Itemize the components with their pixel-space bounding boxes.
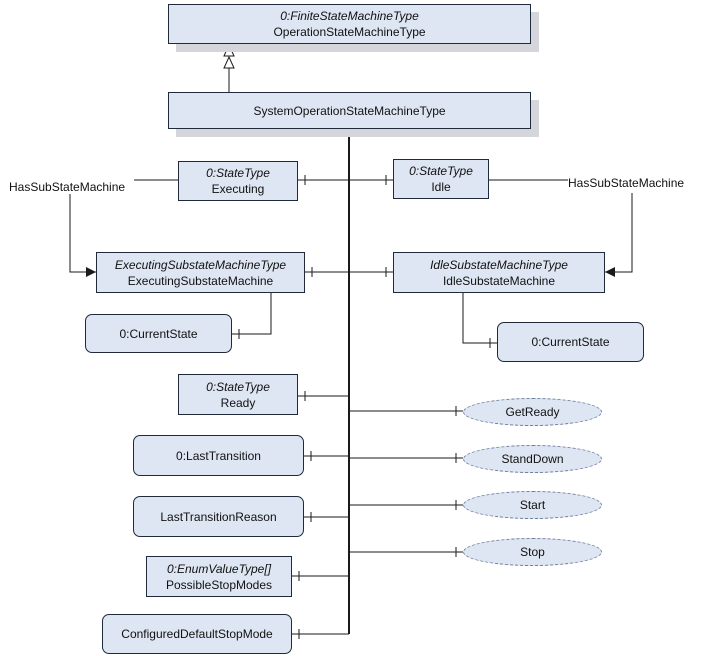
node-name-label: LastTransitionReason	[160, 509, 277, 524]
method-label: Start	[519, 498, 546, 512]
node-name-label: Ready	[220, 395, 256, 410]
idle-current-state-node[interactable]: 0:CurrentState	[497, 322, 644, 362]
node-type-label: ExecutingSubstateMachineType	[114, 257, 287, 272]
idle-substate-machine-node[interactable]: IdleSubstateMachineType IdleSubstateMach…	[393, 252, 605, 293]
start-method[interactable]: Start	[463, 491, 602, 519]
has-sub-right-arrow	[605, 267, 615, 277]
exec-current-connector	[232, 293, 272, 335]
node-name-label: Executing	[211, 182, 265, 196]
node-type-label: 0:EnumValueType[]	[166, 561, 272, 576]
has-sub-state-machine-left-label: HasSubStateMachine	[9, 180, 126, 194]
inheritance-arrow-lower	[223, 55, 235, 69]
executing-state-node[interactable]: 0:StateType Executing	[178, 161, 298, 201]
has-sub-left-line-b	[69, 193, 96, 273]
method-label: StandDown	[501, 452, 564, 466]
system-operation-sm-node[interactable]: SystemOperationStateMachineType	[168, 92, 531, 129]
node-name-label: 0:LastTransition	[176, 448, 261, 463]
possible-stop-modes-node[interactable]: 0:EnumValueType[] PossibleStopModes	[146, 556, 292, 597]
has-sub-state-machine-right-label: HasSubStateMachine	[568, 176, 685, 190]
node-type-label: 0:StateType	[206, 379, 270, 394]
node-name-label: 0:CurrentState	[119, 326, 198, 341]
node-type-label: 0:FiniteStateMachineType	[280, 9, 419, 23]
method-label: Stop	[520, 545, 545, 559]
executing-substate-machine-node[interactable]: ExecutingSubstateMachineType ExecutingSu…	[96, 252, 305, 293]
last-transition-reason-node[interactable]: LastTransitionReason	[133, 496, 304, 537]
inheritance-arrow-upper	[223, 43, 235, 57]
stand-down-method[interactable]: StandDown	[463, 445, 602, 473]
has-sub-left-arrow	[86, 267, 96, 277]
node-name-label: 0:CurrentState	[531, 335, 610, 349]
get-ready-method[interactable]: GetReady	[463, 398, 602, 426]
node-name-label: PossibleStopModes	[165, 577, 273, 592]
configured-default-stop-mode-node[interactable]: ConfiguredDefaultStopMode	[102, 614, 292, 654]
finite-state-machine-node[interactable]: 0:FiniteStateMachineType OperationStateM…	[168, 4, 531, 44]
node-name-label: Idle	[431, 180, 451, 194]
last-transition-node[interactable]: 0:LastTransition	[133, 435, 304, 476]
executing-current-state-node[interactable]: 0:CurrentState	[85, 314, 232, 353]
node-type-label: 0:StateType	[409, 164, 473, 178]
node-name-label: SystemOperationStateMachineType	[253, 103, 446, 118]
node-name-label: ExecutingSubstateMachine	[127, 273, 274, 288]
has-sub-right-line-b	[605, 193, 633, 273]
stop-method[interactable]: Stop	[463, 538, 602, 566]
method-label: GetReady	[505, 405, 560, 419]
ready-state-node[interactable]: 0:StateType Ready	[178, 374, 298, 415]
node-name-label: IdleSubstateMachine	[442, 273, 556, 288]
idle-state-node[interactable]: 0:StateType Idle	[393, 159, 489, 199]
node-type-label: 0:StateType	[206, 166, 270, 180]
node-type-label: IdleSubstateMachineType	[430, 257, 568, 272]
idle-current-connector	[462, 293, 497, 344]
node-name-label: OperationStateMachineType	[273, 25, 426, 39]
node-name-label: ConfiguredDefaultStopMode	[121, 627, 273, 641]
